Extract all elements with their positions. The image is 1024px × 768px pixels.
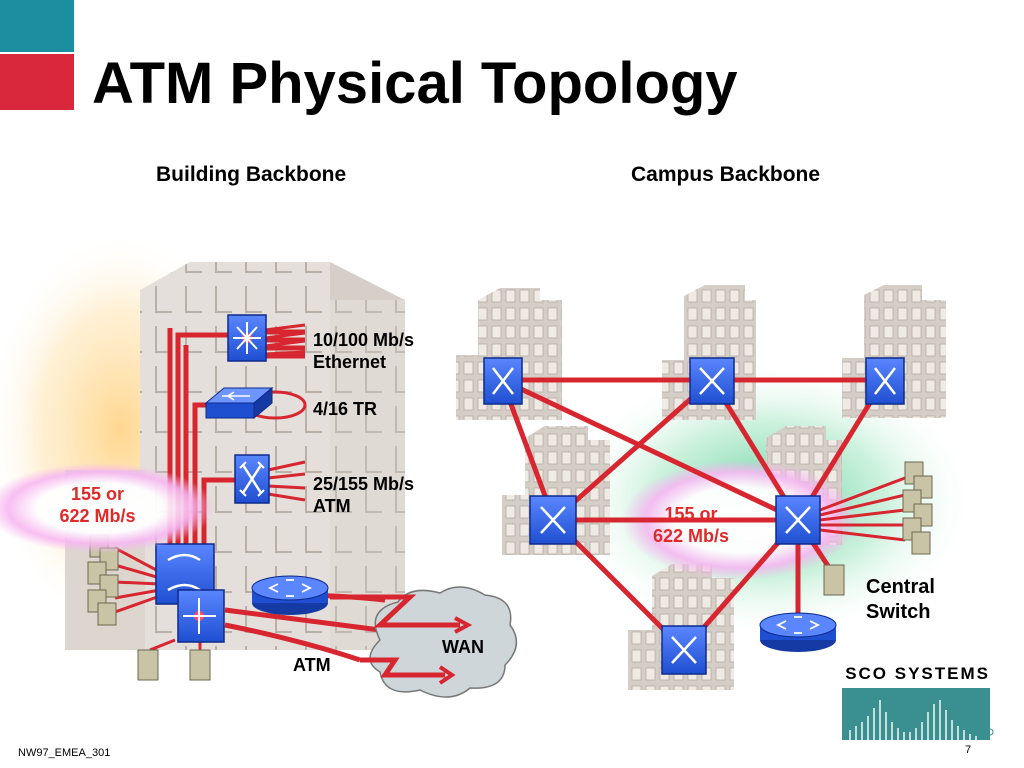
slide-title: ATM Physical Topology (92, 51, 738, 116)
page-number: 7 (965, 744, 972, 756)
building-speed-line1: 155 or (70, 484, 125, 504)
cisco-logo-text: SCO SYSTEMS (845, 664, 990, 683)
ethernet-hub-icon (227, 314, 267, 362)
central-switch-icon (775, 495, 821, 545)
building-backbone-heading: Building Backbone (156, 163, 347, 186)
building-core-switch-icon (155, 543, 225, 643)
campus-speed-line1: 155 or (664, 504, 718, 524)
campus-atm-switch-n-icon (689, 357, 735, 405)
token-ring-switch-icon (204, 386, 274, 420)
header-teal-block (0, 0, 74, 52)
building-speed-oval (0, 463, 215, 553)
campus-speed-label: 155 or 622 Mb/s (636, 503, 746, 547)
campus-servers-icon (823, 461, 933, 596)
ethernet-label: 10/100 Mb/s Ethernet (313, 329, 414, 373)
wan-cloud-icon (369, 586, 518, 698)
building-speed-label: 155 or 622 Mb/s (40, 483, 155, 527)
central-switch-line1: Central (866, 576, 935, 598)
building-router-icon (251, 575, 329, 615)
building-speed-line2: 622 Mb/s (59, 506, 136, 526)
building-atm-label-line1: 25/155 Mb/s (313, 474, 415, 494)
campus-atm-switch-w-icon (529, 495, 577, 545)
campus-atm-switch-ne-icon (865, 357, 905, 405)
wan-label: WAN (442, 637, 484, 657)
cisco-logo-icon (842, 688, 994, 740)
header-red-block (0, 54, 74, 110)
token-ring-label: 4/16 TR (313, 399, 378, 419)
central-switch-label: Central Switch (866, 575, 935, 625)
campus-atm-switch-s-icon (661, 625, 707, 675)
campus-speed-line2: 622 Mb/s (652, 526, 730, 546)
building-atm-label-line2: ATM (313, 496, 351, 516)
campus-backbone-heading: Campus Backbone (631, 163, 821, 186)
atm-bottom-label: ATM (293, 655, 331, 675)
campus-router-icon (759, 612, 837, 652)
central-switch-line2: Switch (866, 601, 931, 623)
central-server-links (819, 476, 906, 542)
ethernet-label-line2: Ethernet (313, 352, 387, 372)
wan-links (330, 594, 473, 685)
footer-code: NW97_EMEA_301 (18, 747, 111, 759)
ethernet-drops (114, 323, 306, 652)
building-atm-label: 25/155 Mb/s ATM (313, 473, 414, 517)
building-atm-switch-icon (234, 454, 270, 504)
campus-atm-switch-nw-icon (483, 357, 523, 405)
ethernet-label-line1: 10/100 Mb/s (313, 330, 415, 350)
